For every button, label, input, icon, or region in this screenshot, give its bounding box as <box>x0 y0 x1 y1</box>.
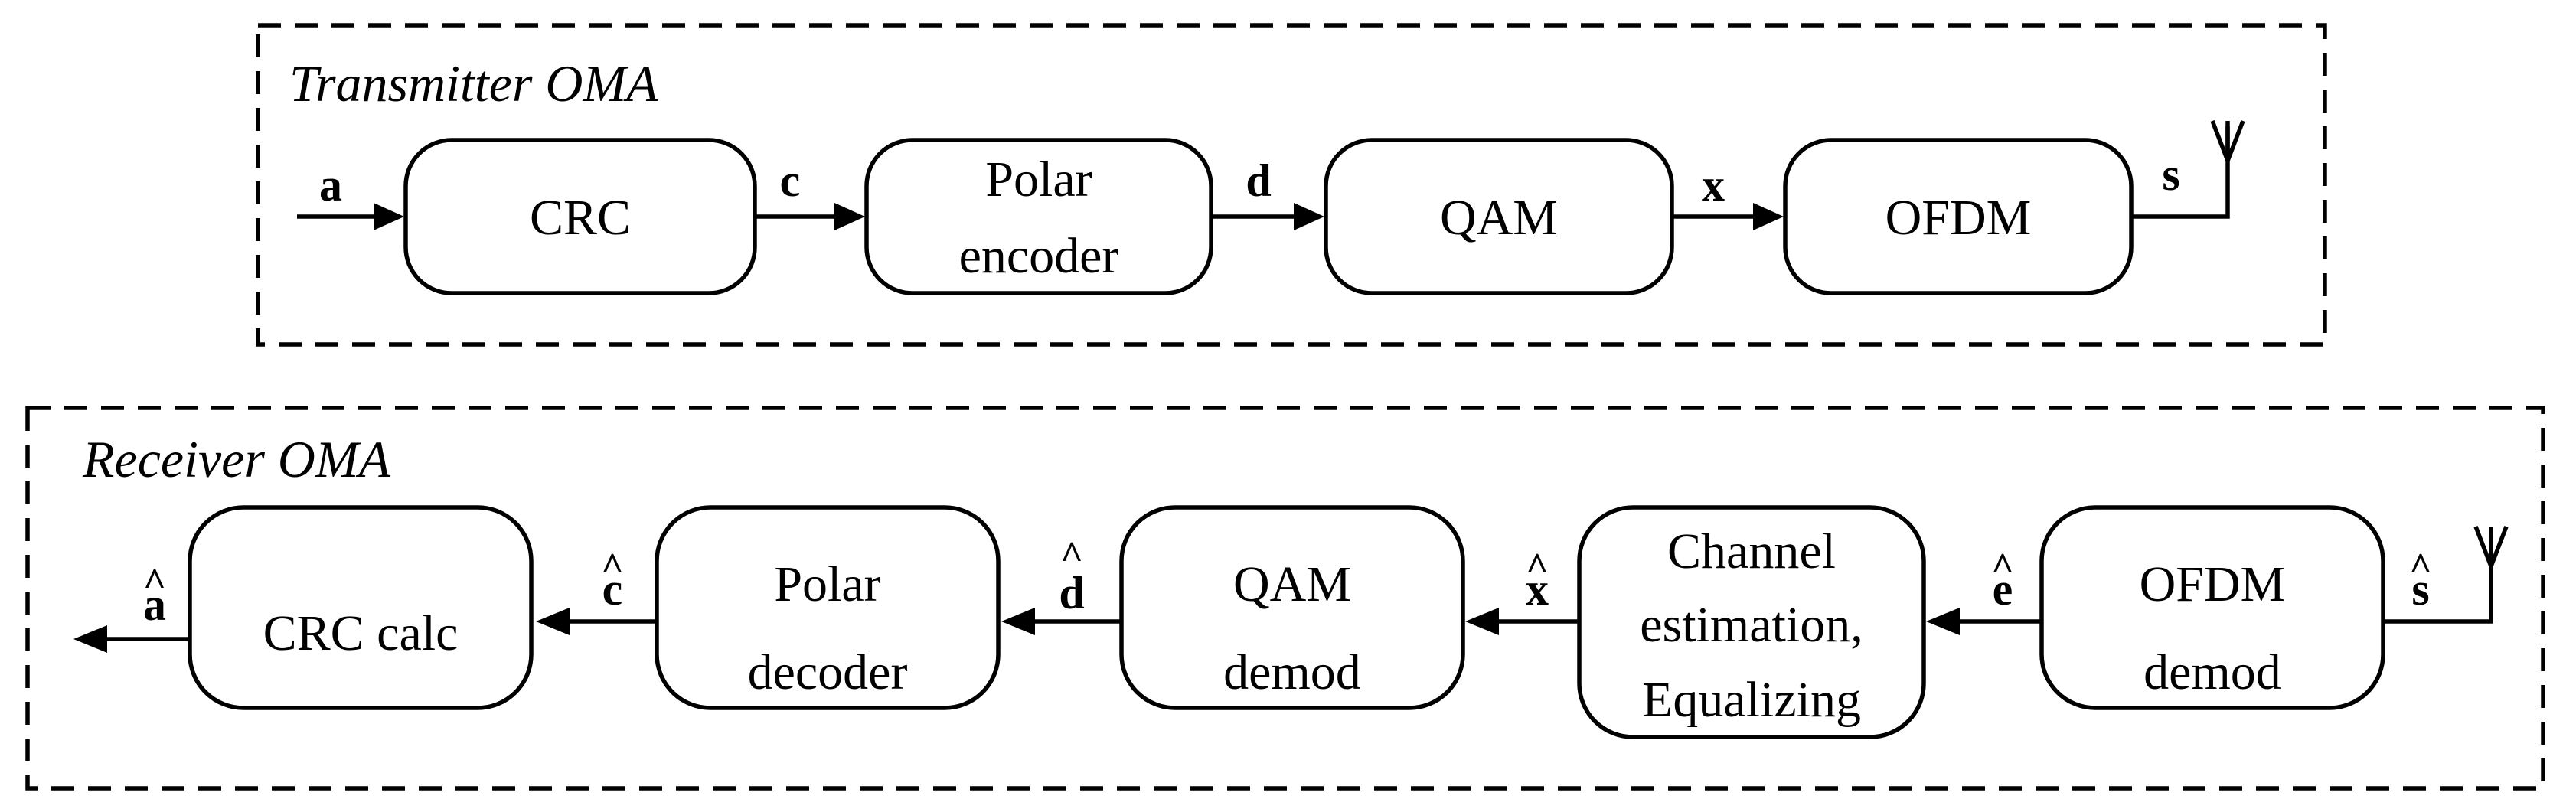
signal-x-label: x <box>1702 160 1725 210</box>
signal-s-hat-label: ^ s <box>2409 546 2432 615</box>
rx-antenna-icon <box>2473 526 2509 567</box>
crc-block-label: CRC <box>530 190 631 246</box>
tx-antenna-icon <box>2210 120 2245 161</box>
signal-c-hat-letter: c <box>602 564 623 615</box>
receiver-title: Receiver OMA <box>82 430 391 488</box>
polar-encoder-label-line1: Polar <box>985 152 1092 207</box>
signal-d-hat-letter: d <box>1059 568 1084 618</box>
signal-d-hat-accent: ^ <box>1060 534 1083 578</box>
crc-calc-label: CRC calc <box>263 605 459 661</box>
signal-e-hat-accent: ^ <box>1991 546 2014 589</box>
arrowhead-c-hat <box>536 608 570 635</box>
ofdm-demod-block <box>2039 505 2385 710</box>
channel-estimation-label-line2: estimation, <box>1640 597 1863 653</box>
qam-block-label: QAM <box>1440 190 1558 246</box>
signal-s-label: s <box>2162 149 2179 200</box>
qam-demod-label-line1: QAM <box>1233 556 1351 612</box>
crc-block <box>403 138 757 295</box>
channel-estimation-label-line1: Channel <box>1667 523 1836 579</box>
signal-s-hat-letter: s <box>2411 564 2429 615</box>
arrowhead-d <box>1294 203 1324 230</box>
qam-demod-label-line2: demod <box>1223 644 1361 700</box>
transmitter-title: Transmitter OMA <box>289 54 658 113</box>
arrowhead-d-hat <box>1001 608 1035 635</box>
signal-a-hat-accent: ^ <box>143 561 166 605</box>
receiver-frame <box>25 406 2545 791</box>
ofdm-block-label: OFDM <box>1885 190 2032 246</box>
signal-x-hat-accent: ^ <box>1526 546 1549 589</box>
signal-a-hat-label: ^ a <box>143 561 166 630</box>
signal-e-hat-letter: e <box>1993 564 2013 615</box>
arrowhead-a-hat <box>73 625 107 653</box>
ofdm-demod-label-line2: demod <box>2143 644 2281 700</box>
signal-s-hat-accent: ^ <box>2409 546 2432 589</box>
polar-decoder-label-line2: decoder <box>748 644 908 700</box>
qam-block <box>1324 138 1674 295</box>
signal-a-label: a <box>319 160 342 210</box>
signal-c-label: c <box>780 155 801 206</box>
signal-c-hat-label: ^ c <box>601 546 624 615</box>
signal-x-hat-label: ^ x <box>1526 546 1549 615</box>
signal-d-hat-label: ^ d <box>1059 534 1084 618</box>
channel-estimation-label-line3: Equalizing <box>1642 672 1861 728</box>
polar-decoder-block <box>655 505 1001 710</box>
arrowhead-x-hat <box>1465 608 1499 635</box>
signal-d-label: d <box>1246 155 1271 206</box>
polar-encoder-block <box>864 138 1213 295</box>
signal-a-hat-letter: a <box>143 579 166 630</box>
channel-estimation-block <box>1577 505 1926 739</box>
qam-demod-block <box>1119 505 1465 710</box>
transmitter-frame <box>256 23 2327 347</box>
arrowhead-e-hat <box>1926 608 1960 635</box>
ofdm-demod-label-line1: OFDM <box>2140 556 2286 612</box>
arrowhead-x <box>1753 203 1784 230</box>
polar-encoder-label-line2: encoder <box>959 228 1119 284</box>
signal-c-hat-accent: ^ <box>601 546 624 589</box>
arrowhead-c <box>834 203 865 230</box>
arrowhead-a <box>374 203 404 230</box>
signal-x-hat-letter: x <box>1526 564 1549 615</box>
receiver-section: Receiver OMA CRC calc Polar <box>25 406 2545 791</box>
signal-e-hat-label: ^ e <box>1991 546 2014 615</box>
polar-decoder-label-line1: Polar <box>774 556 880 612</box>
crc-calc-block <box>188 505 534 710</box>
ofdm-block <box>1783 138 2134 295</box>
transmitter-section: Transmitter OMA CRC Polar encoder <box>256 23 2327 347</box>
wire-s-hat <box>2383 536 2493 624</box>
